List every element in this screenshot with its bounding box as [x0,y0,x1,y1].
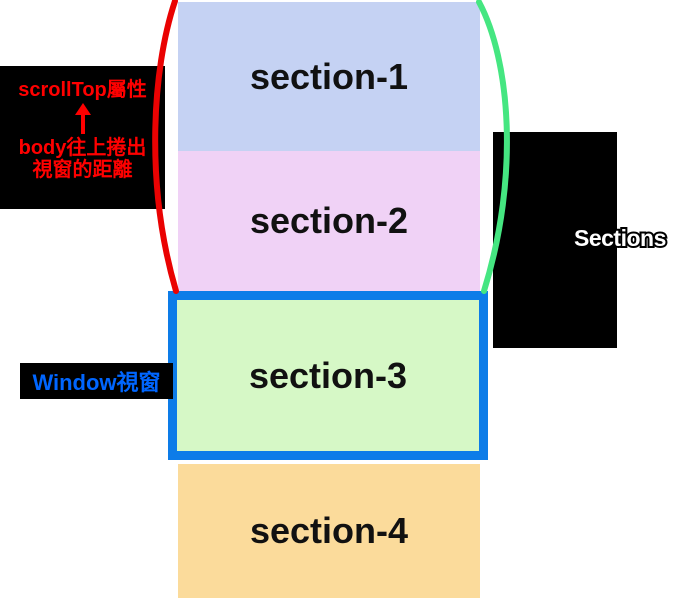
section-3-label: section-3 [248,354,408,396]
section-2-label: section-2 [249,200,409,241]
sections-annotation-text: Sections [574,225,666,251]
arrow-up-icon [73,101,93,137]
scrolltop-annotation-box: scrollTop屬性 body往上捲出 視窗的距離 [0,66,165,209]
sections-annotation-label: Sections [572,223,668,253]
scrolltop-desc-line1: body往上捲出 [18,137,147,159]
scrolltop-desc-line2: 視窗的距離 [32,159,133,181]
section-2-block: section-2 [178,151,480,291]
sections-annotation-box [493,132,617,348]
section-1-block: section-1 [178,2,480,151]
section-4-label: section-4 [249,510,409,551]
window-annotation-label: Window視窗 [20,363,173,399]
section-1-label: section-1 [249,55,409,97]
scrolltop-title: scrollTop屬性 [18,79,147,101]
window-viewport-box: section-3 [168,291,488,460]
section-4-block: section-4 [178,464,480,598]
window-annotation-text: Window視窗 [32,370,161,395]
